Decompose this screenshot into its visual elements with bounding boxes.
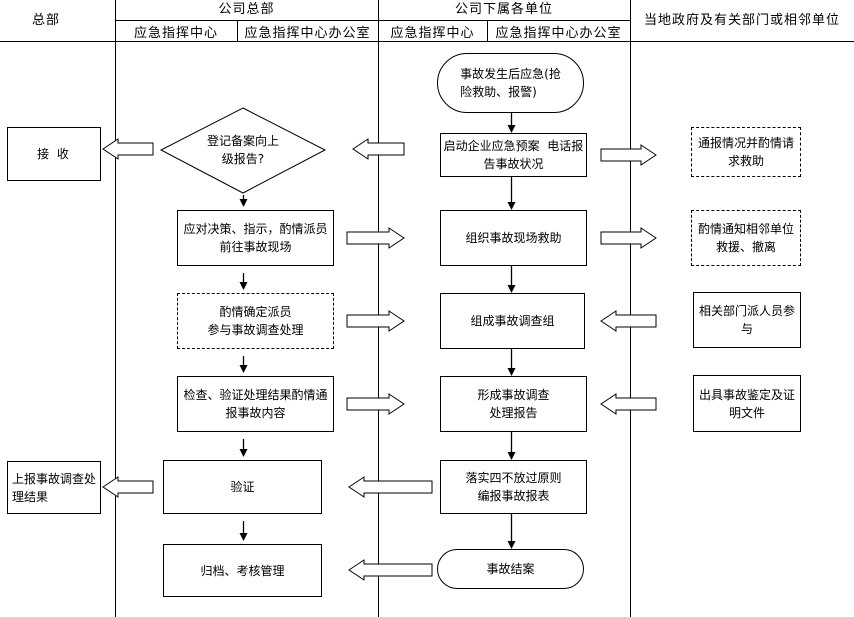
assign-investigators-label: 酌情确定派员 参与事故调查处理 bbox=[207, 305, 304, 337]
form-report-label: 形成事故调查 处理报告 bbox=[477, 388, 550, 420]
flow-arrows bbox=[239, 113, 516, 549]
lane-header-subsidiaries: 公司下属各单位 bbox=[454, 2, 553, 17]
arrow-departments-to-team bbox=[600, 310, 657, 332]
lane-header-hq: 总部 bbox=[31, 12, 60, 28]
flow-arrow bbox=[239, 521, 248, 541]
receive-box: 接 收 bbox=[7, 127, 101, 181]
verify-box: 验证 bbox=[163, 460, 322, 514]
form-team-box: 组成事故调查组 bbox=[440, 293, 585, 349]
implement-label: 落实四不放过原则 编报事故报表 bbox=[465, 471, 562, 503]
arrow-decide-to-rescue bbox=[346, 227, 405, 249]
issue-certificate-box: 出具事故鉴定及证 明文件 bbox=[693, 375, 801, 432]
lane-header-local-government: 当地政府及有关部门或相邻单位 bbox=[643, 12, 840, 28]
block-arrows bbox=[102, 138, 657, 581]
activate-plan-box: 启动企业应急预案 电话报 告事故状况 bbox=[440, 133, 587, 177]
archive-box: 归档、考核管理 bbox=[163, 544, 322, 597]
arrow-activate-to-register bbox=[352, 138, 405, 160]
issue-certificate-label: 出具事故鉴定及证 明文件 bbox=[698, 387, 795, 420]
assign-investigators-box: 酌情确定派员 参与事故调查处理 bbox=[177, 293, 334, 349]
organize-rescue-box: 组织事故现场救助 bbox=[440, 210, 587, 266]
departments-join-label: 相关部门派人员参 与 bbox=[698, 304, 795, 336]
flow-arrow bbox=[507, 432, 516, 460]
flow-arrow bbox=[239, 195, 248, 207]
case-closed-label: 事故结案 bbox=[486, 562, 535, 576]
departments-join-box: 相关部门派人员参 与 bbox=[693, 292, 801, 348]
form-report-box: 形成事故调查 处理报告 bbox=[440, 376, 587, 432]
sublane-header-company-hq-command-office: 应急指挥中心办公室 bbox=[244, 25, 371, 41]
incident-start-terminator: 事故发生后应急(抢 险救助、报警) bbox=[437, 53, 584, 113]
flow-arrow bbox=[507, 266, 516, 293]
form-team-label: 组成事故调查组 bbox=[470, 314, 555, 328]
decide-dispatch-box: 应对决策、指示，酌情派员 前往事故现场 bbox=[177, 210, 334, 266]
flow-arrow bbox=[239, 439, 248, 457]
lane-header-company-hq: 公司总部 bbox=[218, 2, 275, 17]
organize-rescue-label: 组织事故现场救助 bbox=[465, 231, 562, 245]
decide-dispatch-label: 应对决策、指示，酌情派员 前往事故现场 bbox=[183, 222, 328, 254]
arrow-verify-to-report-result bbox=[102, 476, 154, 498]
arrow-register-to-receive bbox=[102, 138, 154, 160]
notify-neighbors-box: 酌情通知相邻单位 救援、撤离 bbox=[691, 210, 801, 266]
sublane-header-subsidiaries-command-office: 应急指挥中心办公室 bbox=[495, 25, 622, 41]
sublane-header-company-hq-command-center: 应急指挥中心 bbox=[133, 25, 218, 41]
arrow-activate-to-notify-aid bbox=[600, 144, 657, 166]
notify-request-aid-box: 通报情况并酌情请 求救助 bbox=[691, 127, 801, 177]
flow-arrow bbox=[239, 356, 248, 373]
flow-arrow bbox=[507, 113, 516, 133]
notify-request-aid-label: 通报情况并酌情请 求救助 bbox=[697, 136, 794, 168]
register-decision-label: 登记备案向上 级报告? bbox=[206, 134, 279, 166]
arrow-implement-to-verify bbox=[348, 476, 433, 498]
report-result-label: 上报事故调查处 理结果 bbox=[11, 471, 96, 504]
flow-arrow bbox=[507, 177, 516, 210]
implement-box: 落实四不放过原则 编报事故报表 bbox=[440, 460, 587, 514]
notify-neighbors-label: 酌情通知相邻单位 救援、撤离 bbox=[697, 222, 794, 254]
verify-label: 验证 bbox=[230, 480, 255, 494]
flow-arrow bbox=[239, 273, 248, 290]
incident-start-label: 事故发生后应急(抢 险救助、报警) bbox=[460, 67, 561, 99]
arrow-closed-to-archive bbox=[348, 559, 433, 581]
archive-label: 归档、考核管理 bbox=[200, 563, 285, 578]
arrow-certificate-to-report bbox=[600, 393, 657, 415]
case-closed-terminator: 事故结案 bbox=[437, 549, 584, 589]
report-result-box: 上报事故调查处 理结果 bbox=[7, 461, 101, 514]
activate-plan-label: 启动企业应急预案 电话报 告事故状况 bbox=[443, 139, 584, 171]
receive-label: 接 收 bbox=[37, 147, 71, 161]
flow-arrow bbox=[507, 514, 516, 549]
flow-arrow bbox=[507, 349, 516, 376]
arrow-rescue-to-notify-neighbors bbox=[600, 227, 657, 249]
register-decision-diamond bbox=[159, 107, 327, 194]
sublane-header-subsidiaries-command-center: 应急指挥中心 bbox=[390, 25, 475, 41]
check-verify-label: 检查、验证处理结果酌情通 报事故内容 bbox=[183, 388, 328, 420]
arrow-check-to-report bbox=[346, 393, 405, 415]
arrow-assign-to-team bbox=[346, 310, 405, 332]
check-verify-box: 检查、验证处理结果酌情通 报事故内容 bbox=[177, 376, 334, 432]
register-decision-text: 登记备案向上 级报告? bbox=[183, 131, 303, 169]
